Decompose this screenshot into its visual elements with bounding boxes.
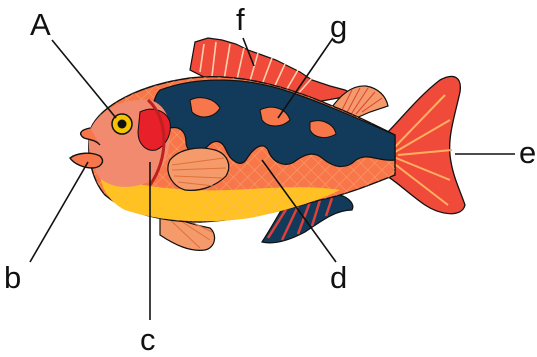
label-b: b [4,262,21,293]
label-e: e [519,137,536,168]
label-A: A [30,9,51,40]
label-d: d [330,262,347,293]
pointer-line-A [52,40,116,118]
label-c: c [140,324,156,355]
fish-eye-pupil [118,120,127,129]
label-f: f [236,4,245,35]
label-g: g [330,11,347,42]
pointer-line-b [30,162,88,262]
